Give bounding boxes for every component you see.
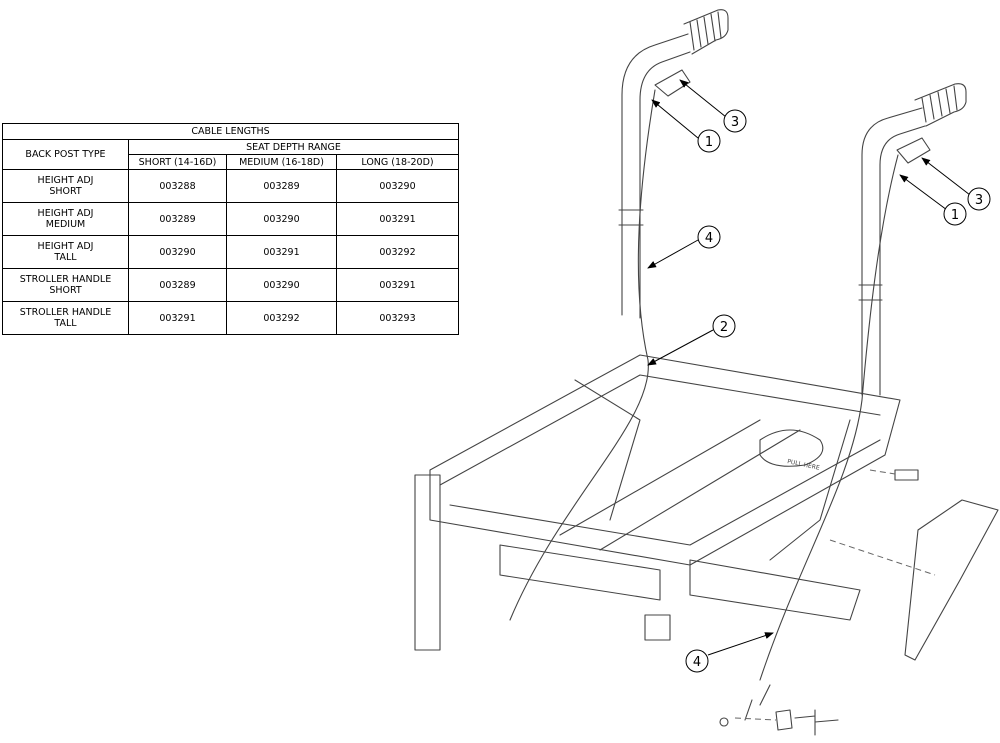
back-post-type-cell: HEIGHT ADJ MEDIUM	[2, 202, 129, 236]
cable-part-number: 003293	[336, 301, 459, 335]
table-row: HEIGHT ADJ TALL 003290 003291 003292	[2, 235, 459, 269]
cable-part-number: 003290	[336, 169, 459, 203]
svg-text:1: 1	[951, 208, 959, 223]
svg-text:1: 1	[705, 135, 713, 150]
svg-text:3: 3	[731, 115, 739, 130]
cable-part-number: 003289	[128, 268, 227, 302]
cable-part-number: 003290	[226, 202, 337, 236]
callout-1-right: 1	[943, 202, 967, 226]
cable-part-number: 003292	[226, 301, 337, 335]
left-back-post	[618, 9, 729, 319]
back-post-type-cell: STROLLER HANDLE SHORT	[2, 268, 129, 302]
table-row: HEIGHT ADJ SHORT 003288 003289 003290	[2, 169, 459, 203]
table-row: STROLLER HANDLE SHORT 003289 003290 0032…	[2, 268, 459, 302]
svg-text:3: 3	[975, 193, 983, 208]
seat-frame	[414, 354, 901, 651]
table-row: HEIGHT ADJ MEDIUM 003289 003290 003291	[2, 202, 459, 236]
callout-2: 2	[712, 314, 736, 338]
cable-part-number: 003291	[128, 301, 227, 335]
callout-4-upper: 4	[697, 225, 721, 249]
callout-4-lower: 4	[685, 649, 709, 673]
table-row: STROLLER HANDLE TALL 003291 003292 00329…	[2, 301, 459, 335]
callout-3-right: 3	[967, 187, 991, 211]
cable-lengths-table: CABLE LENGTHS BACK POST TYPE SEAT DEPTH …	[2, 123, 459, 335]
callout-3-left: 3	[723, 109, 747, 133]
svg-text:2: 2	[720, 320, 728, 335]
svg-text:4: 4	[705, 231, 713, 246]
right-back-post	[858, 83, 967, 396]
back-post-type-cell: HEIGHT ADJ TALL	[2, 235, 129, 269]
cable-part-number: 003291	[336, 202, 459, 236]
cable-part-number: 003290	[128, 235, 227, 269]
back-post-type-cell: STROLLER HANDLE TALL	[2, 301, 129, 335]
svg-text:4: 4	[693, 655, 701, 670]
callout-1-left: 1	[697, 129, 721, 153]
cable-part-number: 003290	[226, 268, 337, 302]
back-post-type-cell: HEIGHT ADJ SHORT	[2, 169, 129, 203]
